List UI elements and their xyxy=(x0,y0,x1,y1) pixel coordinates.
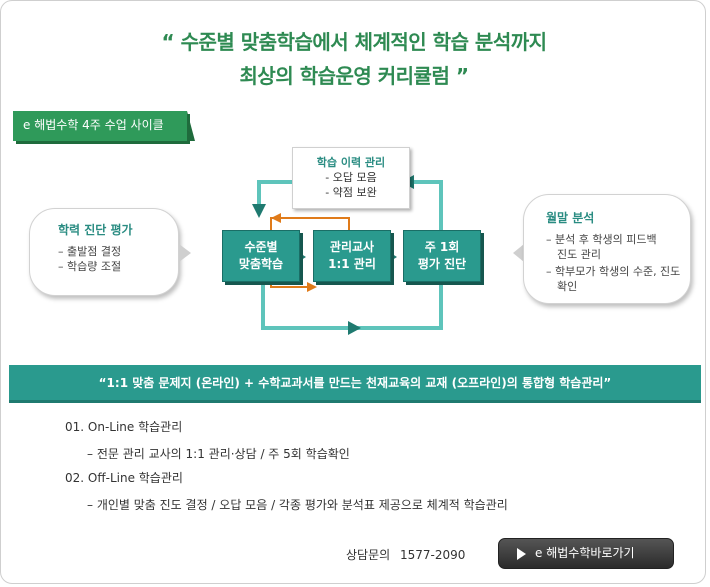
loop-bottom xyxy=(261,283,443,330)
inner-loop-bottom-arrowhead xyxy=(307,282,317,292)
play-icon xyxy=(517,548,526,560)
analysis-pointer xyxy=(513,244,524,262)
analysis-item-1: – 분석 후 학생의 피드백 진도 관리 xyxy=(546,233,657,261)
history-title: 학습 이력 관리 xyxy=(316,156,386,169)
inner-loop-bottom xyxy=(270,283,311,288)
diagnosis-title: 학력 진단 평가 xyxy=(58,223,133,237)
offline-section: 02. Off-Line 학습관리 – 개인별 맞춤 진도 결정 / 오답 모음… xyxy=(65,469,508,513)
loop-top-left-arrowhead xyxy=(252,204,266,218)
loop-bottom-arrowhead xyxy=(348,321,361,335)
arrow-box1-to-box2 xyxy=(298,252,306,262)
step-level-learning-line1: 수준별 xyxy=(244,240,278,254)
online-detail: – 전문 관리 교사의 1:1 관리·상담 / 주 5회 학습확인 xyxy=(87,447,350,461)
tag-fold xyxy=(187,111,195,141)
analysis-title: 월말 분석 xyxy=(546,211,595,225)
step-teacher-care: 관리교사 1:1 관리 xyxy=(313,230,391,282)
diagnosis-bubble: 학력 진단 평가 – 출발점 결정 – 학습량 조절 xyxy=(29,208,179,296)
arrow-box2-to-box3 xyxy=(389,252,397,262)
offline-detail: – 개인별 맞춤 진도 결정 / 오답 모음 / 각종 평가와 분석표 제공으로… xyxy=(87,498,508,512)
contact-info: 상담문의 1577-2090 xyxy=(346,546,465,563)
step-teacher-care-line1: 관리교사 xyxy=(329,240,375,254)
headline: “ 수준별 맞춤학습에서 체계적인 학습 분석까지 최상의 학습운영 커리큘럼 … xyxy=(1,25,705,93)
inner-loop-top xyxy=(270,217,350,230)
contact-phone: 1577-2090 xyxy=(400,548,466,562)
inner-loop-top-arrowhead xyxy=(271,213,281,223)
history-item-1: - 오답 모음 xyxy=(325,171,377,184)
offline-heading: 02. Off-Line 학습관리 xyxy=(65,471,183,485)
headline-line2: 최상의 학습운영 커리큘럼 ” xyxy=(239,64,469,88)
cycle-tag: e 해법수학 4주 수업 사이클 xyxy=(13,111,187,141)
online-section: 01. On-Line 학습관리 – 전문 관리 교사의 1:1 관리·상담 /… xyxy=(65,418,350,462)
step-level-learning: 수준별 맞춤학습 xyxy=(222,230,300,282)
step-weekly-test-line1: 주 1회 xyxy=(424,240,460,254)
step-teacher-care-line2: 1:1 관리 xyxy=(328,257,376,271)
monthly-analysis-bubble: 월말 분석 – 분석 후 학생의 피드백 진도 관리 – 학부모가 학생의 수준… xyxy=(523,194,691,304)
online-heading: 01. On-Line 학습관리 xyxy=(65,420,183,434)
go-site-label: e 해법수학바로가기 xyxy=(535,546,635,560)
step-level-learning-line2: 맞춤학습 xyxy=(238,257,284,271)
diagnosis-item-1: – 출발점 결정 xyxy=(58,245,122,258)
history-item-2: - 약점 보완 xyxy=(325,186,377,199)
contact-label: 상담문의 xyxy=(346,548,391,562)
slogan-bar: “1:1 맞춤 문제지 (온라인) + 수학교과서를 만드는 천재교육의 교재 … xyxy=(9,365,701,403)
analysis-item-2: – 학부모가 학생의 수준, 진도 확인 xyxy=(546,265,681,293)
step-weekly-test-line2: 평가 진단 xyxy=(417,257,467,271)
loop-top-right xyxy=(411,180,443,230)
step-weekly-test: 주 1회 평가 진단 xyxy=(403,230,481,282)
diagnosis-item-2: – 학습량 조절 xyxy=(58,260,122,273)
headline-line1: “ 수준별 맞춤학습에서 체계적인 학습 분석까지 xyxy=(161,30,547,54)
diagnosis-pointer xyxy=(179,244,191,262)
history-card: 학습 이력 관리 - 오답 모음 - 약점 보완 xyxy=(292,147,410,209)
go-site-button[interactable]: e 해법수학바로가기 xyxy=(498,538,674,569)
